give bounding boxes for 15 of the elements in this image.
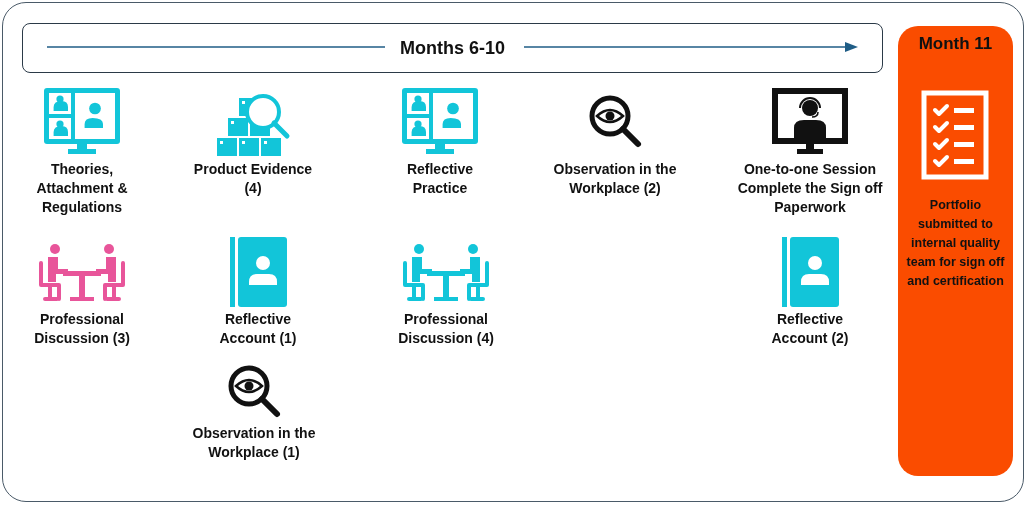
month-panel xyxy=(898,26,1013,476)
activity-label: Observation in the Workplace (1) xyxy=(191,424,317,462)
activity-label: Observation in the Workplace (2) xyxy=(552,160,678,198)
timeline-banner xyxy=(22,23,883,73)
banner-title: Months 6-10 xyxy=(400,37,505,59)
activity-label: One-to-one Session Complete the Sign off Paperwork xyxy=(736,160,884,217)
activity-label: Product Evidence (4) xyxy=(193,160,313,198)
activity-label: Professional Discussion (3) xyxy=(33,310,131,348)
activity-label: Reflective Account (2) xyxy=(770,310,850,348)
activity-label: Reflective Account (1) xyxy=(218,310,298,348)
activity-label: Theories, Attachment & Regulations xyxy=(35,160,129,217)
panel-heading: Month 11 xyxy=(917,34,994,54)
activity-label: Professional Discussion (4) xyxy=(397,310,495,348)
activity-label: Reflective Practice xyxy=(405,160,475,198)
panel-text: Portfolio submitted to internal quality team for sign off and certification xyxy=(905,197,1006,290)
